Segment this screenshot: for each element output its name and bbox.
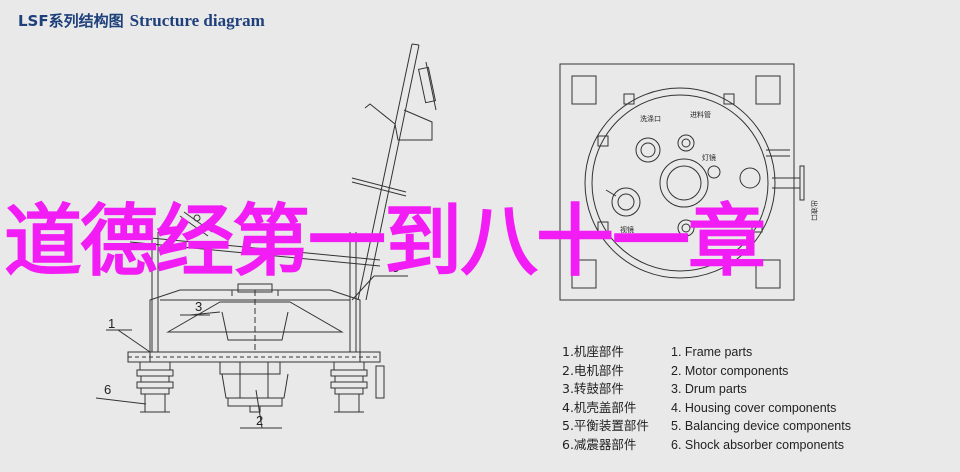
legend-cn-item: 2.电机部件 xyxy=(562,362,624,378)
top-view-frame xyxy=(559,63,795,301)
motor xyxy=(219,361,289,413)
legend-cn-item: 1.机座部件 xyxy=(562,344,624,359)
legend-cn-item: 4.机壳盖部件 xyxy=(562,399,637,415)
diagram-title: LSF系列结构图 Structure diagram xyxy=(18,10,265,31)
wash-port-circle xyxy=(635,137,661,163)
legend-cn-item: 6.减震器部件 xyxy=(562,436,637,452)
legend-en-item: 6. Shock absorber components xyxy=(671,437,845,452)
overlay-banner-text: 道德经第一到八十一章 xyxy=(4,197,766,287)
sight-mirror-circle xyxy=(611,187,641,217)
top-view xyxy=(559,63,805,301)
legend-en-item: 4. Housing cover components xyxy=(671,400,837,415)
legend-en-item: 2. Motor components xyxy=(671,363,789,378)
feed-center xyxy=(659,158,709,208)
callout-1: 1 xyxy=(108,316,115,331)
side-view xyxy=(95,43,437,429)
legend-cn-item: 3.转鼓部件 xyxy=(562,381,624,397)
legend-en-item: 3. Drum parts xyxy=(671,382,747,397)
callout-3: 3 xyxy=(195,299,202,314)
shock-absorber-left xyxy=(136,361,174,413)
balancing-arm xyxy=(129,43,437,301)
legend-en-item: 1. Frame parts xyxy=(671,345,753,359)
shock-absorber-right xyxy=(330,361,385,413)
label-outlet: 出液口 xyxy=(810,200,819,221)
legend-english: 1. Frame parts 2. Motor components 3. Dr… xyxy=(671,343,851,455)
label-lamp-mirror: 灯镜 xyxy=(702,153,716,162)
callout-5: 5 xyxy=(392,260,399,275)
feed-pipe-circle xyxy=(677,134,695,152)
title-english: Structure diagram xyxy=(129,11,265,30)
label-feed-pipe: 进料管 xyxy=(690,110,711,119)
callout-2: 2 xyxy=(256,413,263,428)
label-wash-port: 洗涤口 xyxy=(640,114,661,123)
housing-circle xyxy=(584,87,776,279)
legend-en-item: 5. Balancing device components xyxy=(671,419,851,434)
legend-cn-item: 5.平衡装置部件 xyxy=(562,418,649,434)
title-chinese: LSF系列结构图 xyxy=(18,12,124,30)
legend-chinese: 1.机座部件 2.电机部件 3.转鼓部件 4.机壳盖部件 5.平衡装置部件 6.… xyxy=(562,343,649,455)
callout-6: 6 xyxy=(104,382,111,397)
label-sight-mirror: 视镜 xyxy=(620,225,634,234)
